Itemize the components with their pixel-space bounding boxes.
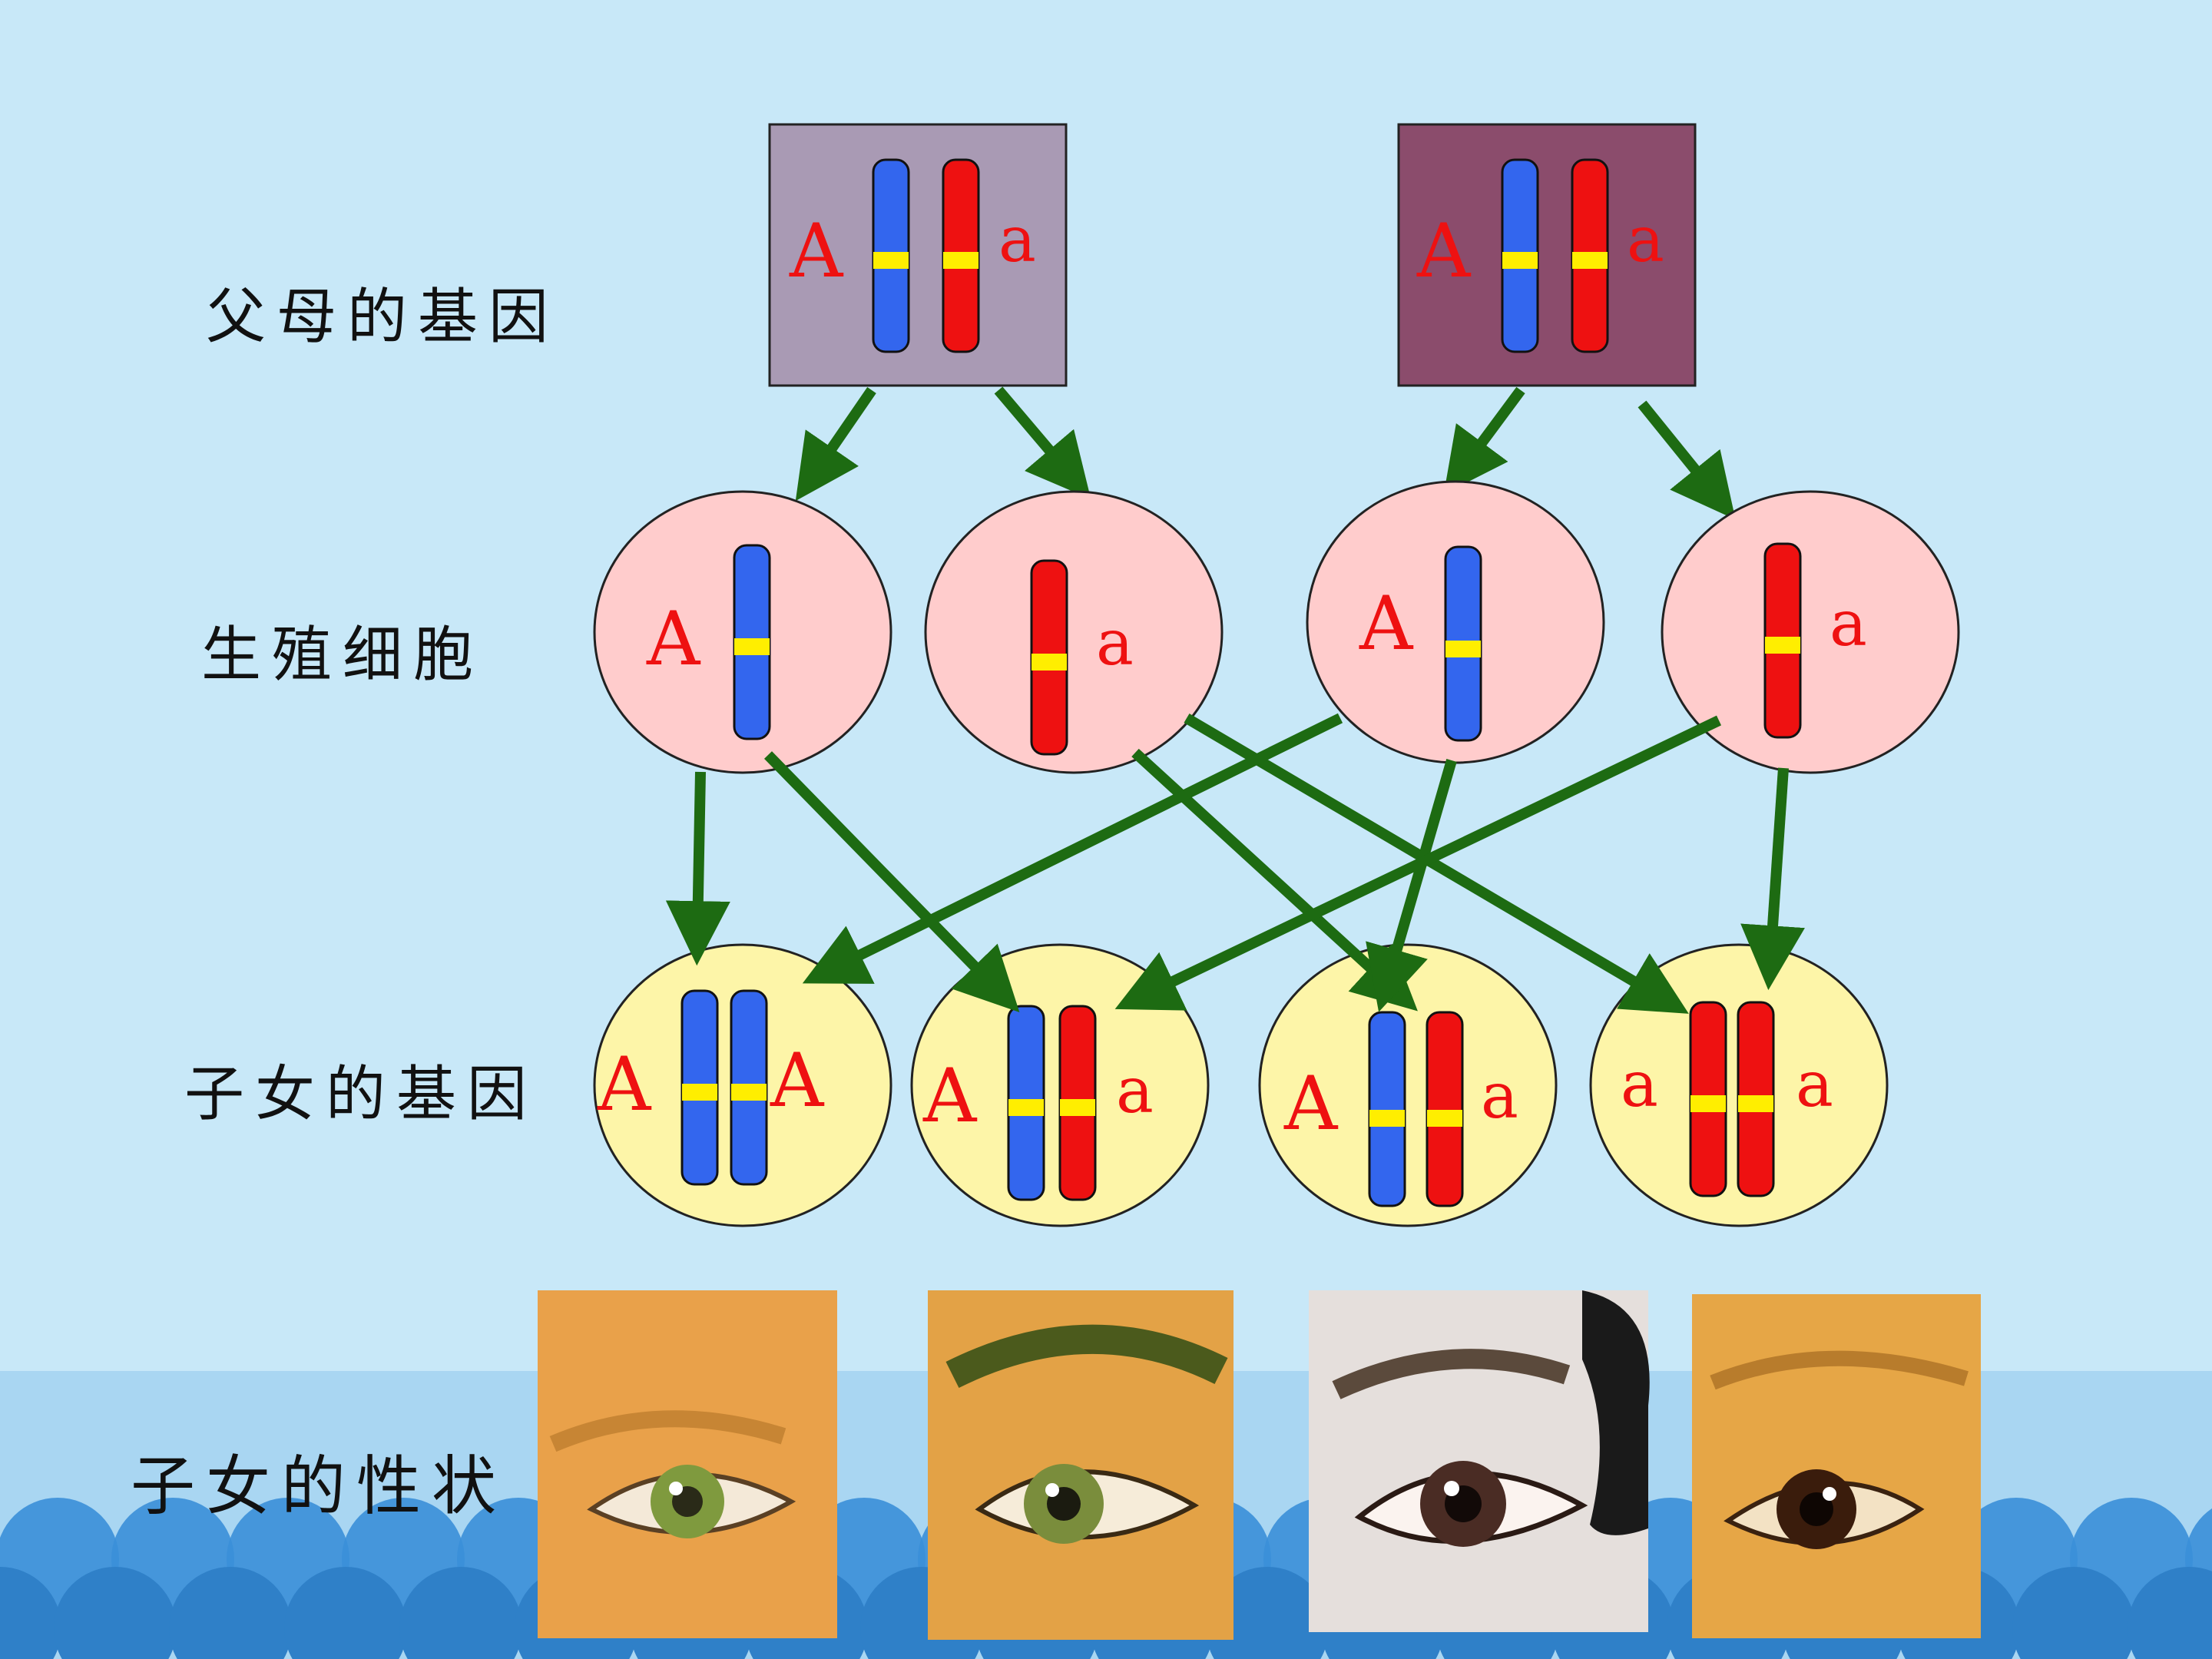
trait-photo-2	[928, 1290, 1233, 1640]
allele-label: a	[1796, 1048, 1833, 1121]
gamete-cell-3: A	[1306, 480, 1605, 764]
allele-label: a	[1096, 607, 1134, 680]
arrow	[1131, 748, 1418, 1012]
label-offspring-genes: 子女的基因	[184, 1060, 538, 1129]
offspring-cell-2: A a	[910, 943, 1210, 1227]
arrows-gamete-to-offspring	[665, 713, 1805, 1014]
arrow	[1443, 386, 1525, 495]
chromosome-dominant	[1368, 1011, 1406, 1207]
arrow	[802, 713, 1343, 984]
allele-label: A	[922, 1053, 978, 1139]
allele-label: A	[770, 1038, 825, 1124]
arrows-parent-to-gamete	[795, 386, 1736, 520]
arrow	[1637, 400, 1736, 520]
arrow	[1366, 759, 1457, 1012]
allele-label: A	[1359, 581, 1414, 667]
arrow	[1114, 715, 1722, 1011]
arrow	[994, 386, 1091, 499]
gamete-cell-4: a	[1661, 490, 1960, 774]
allele-label: a	[1116, 1055, 1154, 1128]
label-gametes: 生殖细胞	[201, 621, 485, 690]
arrow	[763, 751, 1020, 1013]
gamete-cell-2: a	[924, 490, 1224, 774]
trait-photo-3	[1309, 1290, 1650, 1632]
allele-label: a	[1830, 588, 1867, 661]
parent-genotype-2: A a	[1397, 123, 1697, 387]
trait-photo-1	[538, 1290, 837, 1638]
arrow	[795, 387, 876, 502]
allele-label: a	[1621, 1048, 1658, 1121]
allele-label: A	[1416, 208, 1472, 294]
offspring-cell-1: A A	[593, 943, 892, 1227]
offspring-cell-3: A a	[1258, 943, 1558, 1227]
label-offspring-traits: 子女的性状	[131, 1449, 508, 1524]
parent-genotype-1: A a	[768, 123, 1068, 387]
trait-photo-4	[1692, 1294, 1981, 1638]
arrow	[1740, 767, 1805, 991]
allele-label: a	[1627, 204, 1664, 276]
gamete-cell-1: A	[593, 490, 892, 774]
allele-label: A	[1283, 1061, 1339, 1147]
offspring-cell-4: a a	[1589, 943, 1889, 1227]
allele-label: a	[998, 204, 1036, 276]
arrow	[665, 771, 730, 966]
chromosome-recessive	[1426, 1011, 1464, 1207]
allele-label: a	[1481, 1060, 1518, 1133]
label-parent-genes: 父母的基因	[206, 283, 560, 352]
allele-label: A	[597, 1041, 652, 1128]
allele-label: A	[789, 208, 844, 294]
allele-label: A	[646, 596, 701, 682]
